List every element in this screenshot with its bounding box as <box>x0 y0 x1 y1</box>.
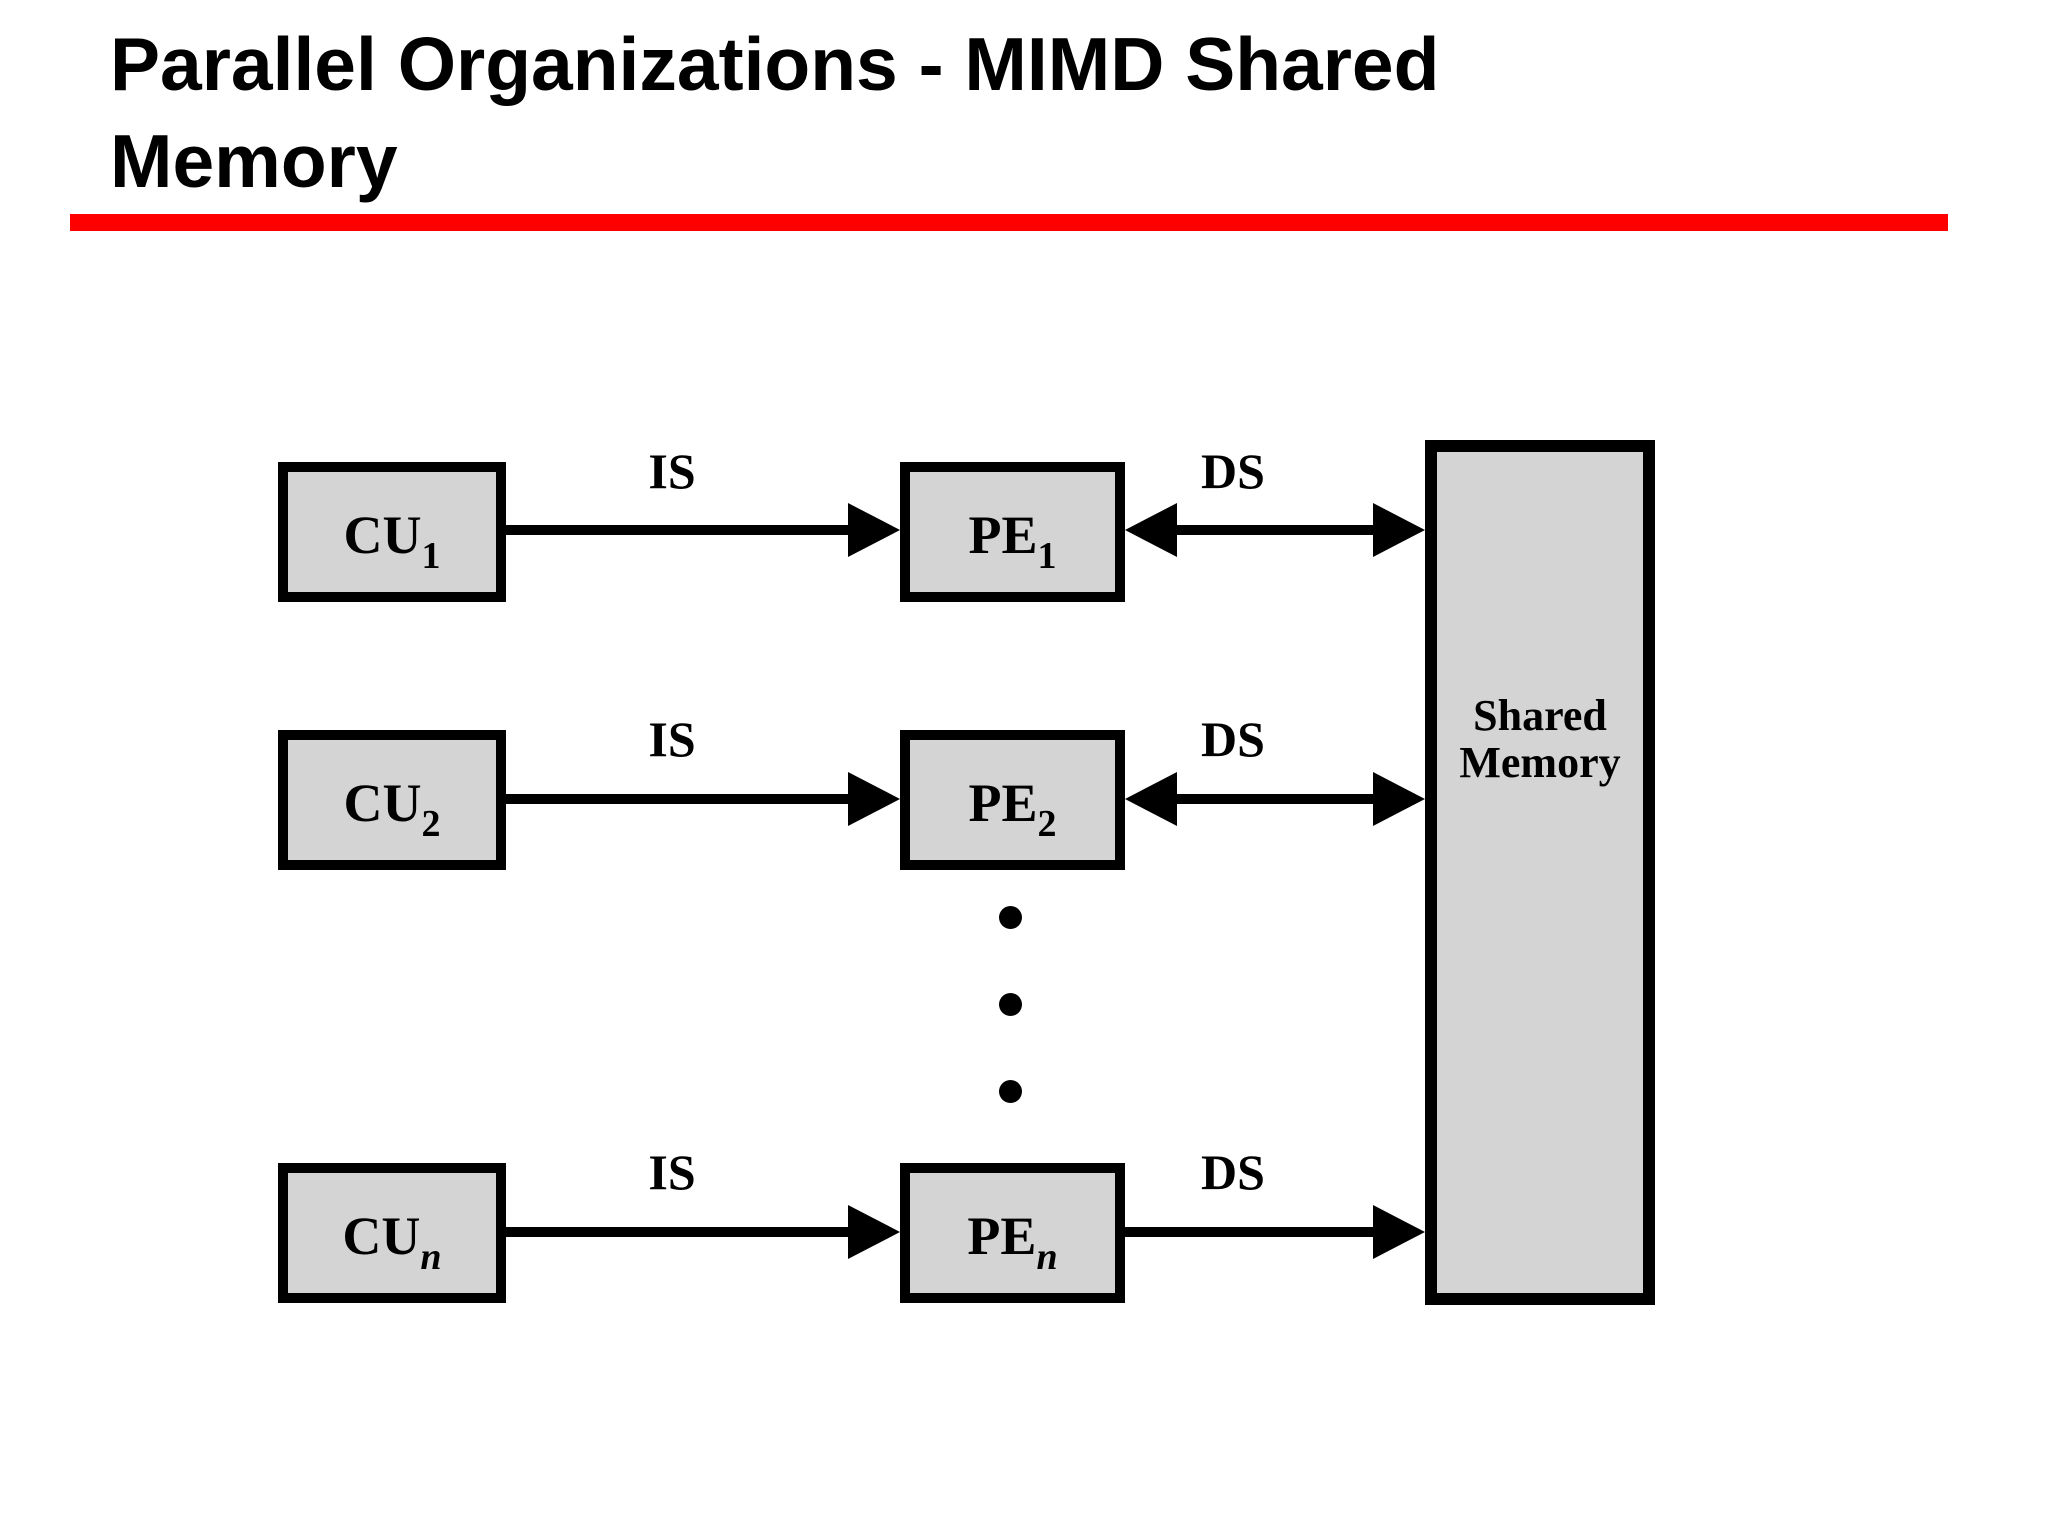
is-arrowhead-row3 <box>848 1205 900 1259</box>
page-title: Parallel Organizations - MIMD Shared Mem… <box>110 16 1439 210</box>
is-arrow-line-row3 <box>506 1227 858 1237</box>
title-line-1: Parallel Organizations - MIMD Shared <box>110 22 1440 106</box>
cu2-label: CU2 <box>343 773 441 845</box>
ellipsis-dot-2 <box>999 993 1022 1016</box>
pe2-label: PE2 <box>968 773 1057 845</box>
pe2-box: PE2 <box>900 730 1125 870</box>
cu2-box: CU2 <box>278 730 506 870</box>
ds-arrowhead-right-row2 <box>1373 772 1425 826</box>
is-arrowhead-row2 <box>848 772 900 826</box>
ds-label-row1: DS <box>1201 443 1265 499</box>
cu1-label: CU1 <box>343 505 441 577</box>
shared-memory-label: Shared Memory <box>1425 692 1655 786</box>
is-label-row2: IS <box>648 711 696 767</box>
ds-arrow-line-row1 <box>1168 525 1382 535</box>
ds-arrowhead-right-row1 <box>1373 503 1425 557</box>
ds-label-row2: DS <box>1201 711 1265 767</box>
ds-arrow-line-row3 <box>1125 1227 1382 1237</box>
is-arrowhead-row1 <box>848 503 900 557</box>
cun-label: CUn <box>342 1206 442 1278</box>
ds-arrowhead-right-row3 <box>1373 1205 1425 1259</box>
shared-memory-label-line-2: Memory <box>1459 738 1621 787</box>
is-label-row3: IS <box>648 1144 696 1200</box>
is-label-row1: IS <box>648 443 696 499</box>
shared-memory-label-line-1: Shared <box>1473 691 1607 740</box>
ds-label-row3: DS <box>1201 1144 1265 1200</box>
shared-memory-box <box>1425 440 1655 1305</box>
title-line-2: Memory <box>110 119 398 203</box>
ellipsis-dot-3 <box>999 1080 1022 1103</box>
pen-box: PEn <box>900 1163 1125 1303</box>
ellipsis-dot-1 <box>999 906 1022 929</box>
pe1-label: PE1 <box>968 505 1057 577</box>
is-arrow-line-row1 <box>506 525 858 535</box>
title-underline-rule <box>70 214 1948 231</box>
is-arrow-line-row2 <box>506 794 858 804</box>
cu1-box: CU1 <box>278 462 506 602</box>
ds-arrow-line-row2 <box>1168 794 1382 804</box>
pe1-box: PE1 <box>900 462 1125 602</box>
pen-label: PEn <box>967 1206 1058 1278</box>
cun-box: CUn <box>278 1163 506 1303</box>
